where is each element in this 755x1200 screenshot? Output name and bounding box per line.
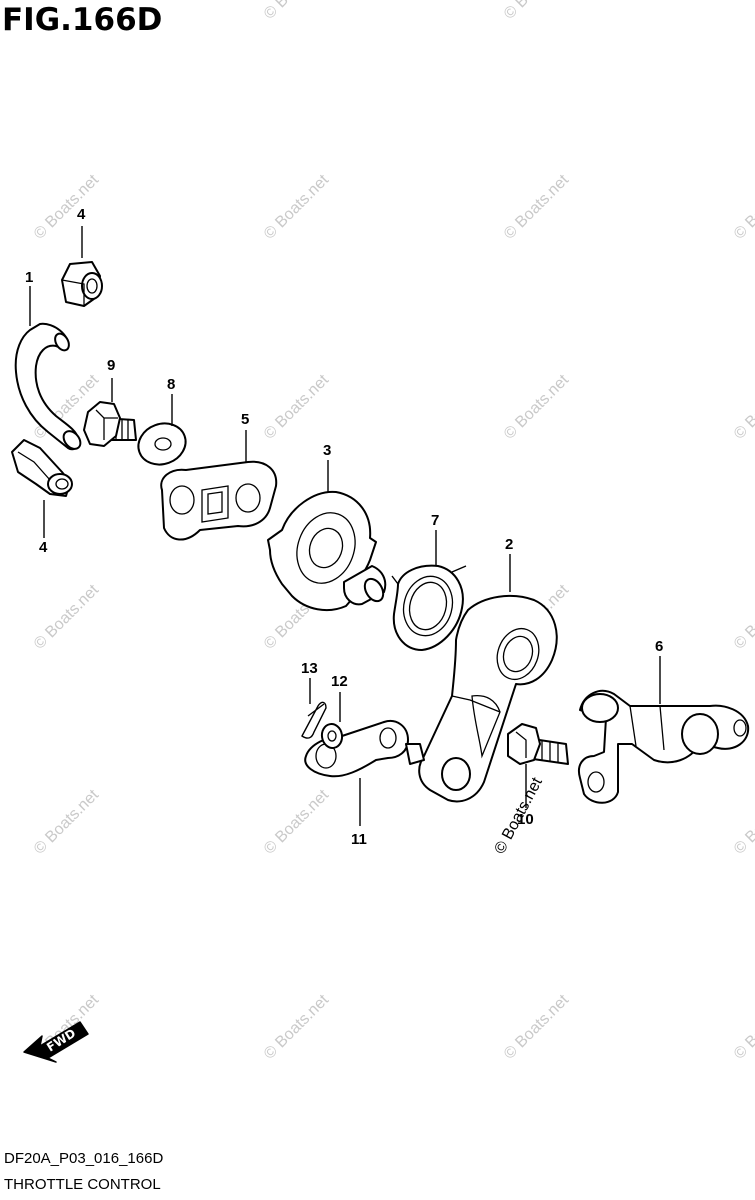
watermark: © Boats.net	[731, 371, 755, 443]
watermark: © Boats.net	[731, 786, 755, 858]
leader-lines	[29, 226, 661, 826]
callout-1: 1	[25, 269, 33, 286]
watermark: © Boats.net	[31, 786, 103, 858]
callout-5: 5	[241, 411, 249, 428]
callout-8: 8	[167, 376, 175, 393]
callout-11: 11	[351, 831, 367, 848]
part-8-washer	[137, 422, 187, 466]
figure-caption: THROTTLE CONTROL	[4, 1176, 161, 1193]
part-4-lower-clip	[11, 439, 73, 497]
figure-title: FIG.166D	[2, 2, 163, 38]
watermark: © Boats.net	[261, 786, 333, 858]
callout-6: 6	[655, 638, 663, 655]
watermark: © Boats.net	[261, 171, 333, 243]
callout-9: 9	[107, 357, 115, 374]
part-5-plate	[160, 460, 278, 541]
watermark: © Boats.net	[501, 171, 573, 243]
part-2-lever	[418, 594, 558, 803]
watermark: © Boats.net	[501, 991, 573, 1063]
part-12-washer	[320, 723, 344, 749]
drawing-code: DF20A_P03_016_166D	[4, 1150, 164, 1167]
watermark: © Boats.net	[31, 581, 103, 653]
callout-4-upper: 4	[77, 206, 86, 223]
watermark: © Boats.net	[731, 171, 755, 243]
part-3-cam	[267, 490, 387, 612]
watermark: © Boats.net	[261, 371, 333, 443]
callout-3: 3	[323, 442, 331, 459]
callout-12: 12	[331, 673, 348, 690]
part-4-upper-clip	[61, 261, 103, 307]
part-13-clip	[301, 701, 327, 739]
part-7-spring	[391, 564, 467, 651]
watermark: © Boats.net	[501, 371, 573, 443]
watermark: © Boats.net	[731, 581, 755, 653]
part-9-bolt	[83, 401, 137, 447]
part-1-hose	[14, 322, 82, 451]
watermark: © Boats.net	[261, 0, 333, 23]
callout-4-lower: 4	[39, 539, 48, 556]
watermark: © Boats.net	[731, 991, 755, 1063]
watermark-layer: © Boats.net © Boats.net © Boats.net © Bo…	[31, 0, 755, 1063]
callout-numbers: 4 1 4 9 8 5 3 7 2 6 13 12 11 10	[25, 206, 663, 848]
watermark: © Boats.net	[31, 171, 103, 243]
callout-10: 10	[517, 811, 534, 828]
part-6-bracket	[578, 689, 750, 804]
callout-2: 2	[505, 536, 513, 553]
callout-7: 7	[431, 512, 439, 529]
watermark: © Boats.net	[501, 0, 573, 23]
callout-13: 13	[301, 660, 318, 677]
part-10-bolt	[507, 723, 569, 765]
watermark: © Boats.net	[261, 991, 333, 1063]
